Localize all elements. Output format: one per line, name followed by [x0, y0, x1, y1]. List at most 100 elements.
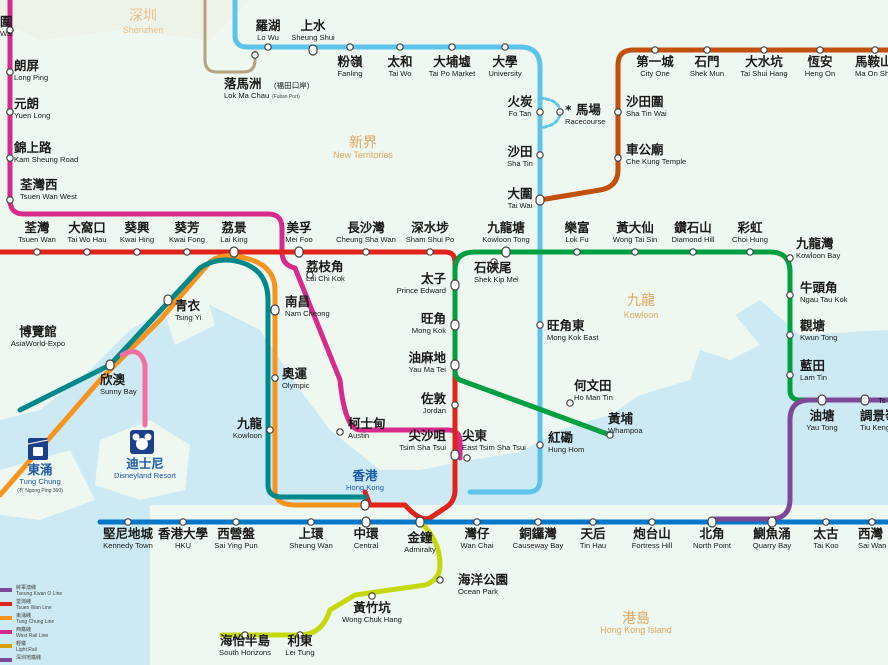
label-lai-king-en: Lai King: [220, 235, 247, 244]
station-lai-chi-kok: [306, 271, 314, 279]
label-ocean-park-zh: 海洋公園: [458, 572, 508, 587]
label-kam-sheung-road-zh: 錦上路: [13, 140, 52, 155]
label-che-kung-temple-en: Che Kung Temple: [626, 157, 686, 166]
station-yuen-long: [6, 108, 14, 116]
station-sai-wan-ho: [868, 518, 876, 526]
label-kwai-fong-zh: 葵芳: [173, 220, 200, 235]
label-mong-kok-east-en: Mong Kok East: [547, 333, 599, 342]
label-central-en: Central: [354, 541, 379, 550]
station-choi-hung: [746, 248, 754, 256]
railway-lines: [0, 0, 888, 638]
label-choi-hung-en: Choi Hung: [732, 235, 768, 244]
label-sha-tin-en: Sha Tin: [507, 159, 533, 168]
station-olympic: [271, 374, 279, 382]
label-admiralty-zh: 金鐘: [406, 530, 433, 545]
label-olympic-zh: 奧運: [282, 366, 308, 381]
label-tai-koo-zh: 太古: [813, 526, 839, 541]
label-tai-wo-hau-en: Tai Wo Hau: [67, 235, 106, 244]
label-kennedy-town-en: Kennedy Town: [103, 541, 153, 550]
station-tai-shui-hang: [760, 46, 768, 54]
label-lok-ma-chau-en: Lok Ma Chau: [224, 91, 269, 100]
label-sheung-wan-zh: 上環: [298, 526, 324, 541]
interchange-admiralty: [415, 516, 425, 528]
label-kowloon-bay-zh: 九龍灣: [795, 236, 834, 251]
label-east-tsim-sha-tsui-zh: 尖東: [462, 428, 488, 443]
legend-label-zh: 輕鐵: [16, 640, 26, 647]
label-tsuen-wan-west-zh: 荃灣西: [20, 177, 58, 192]
label-tsuen-wan-en: Tsuen Wan: [18, 235, 56, 244]
label-university-zh: 大學: [492, 54, 518, 69]
label-lei-tung-zh: 利東: [287, 633, 313, 648]
interchange-sunny-bay: [105, 359, 115, 371]
east-rail-line: [232, 0, 543, 495]
station-mong-kok-east: [536, 321, 544, 329]
label-kwai-hing-zh: 葵興: [123, 220, 150, 235]
label-tsuen-wan-zh: 荃灣: [24, 220, 50, 235]
station-cheung-sha-wan: [362, 248, 370, 256]
label-fortress-hill-en: Fortress Hill: [632, 541, 673, 550]
label-east-tsim-sha-tsui-en: East Tsim Sha Tsui: [462, 443, 526, 452]
label-whampoa-zh: 黃埔: [607, 411, 634, 426]
disneyland-line: [119, 349, 148, 428]
south-island-line: [219, 519, 443, 638]
label-tai-koo-en: Tai Koo: [813, 541, 838, 550]
station-causeway-bay: [534, 518, 542, 526]
label-lam-tin-zh: 藍田: [800, 358, 825, 373]
station-austin: [336, 428, 344, 436]
label-university-en: University: [488, 69, 522, 78]
station-kwun-tong: [786, 331, 794, 339]
legend-swatch: [0, 588, 12, 592]
label-hung-hom-en: Hung Hom: [548, 445, 584, 454]
label-yau-ma-tei-zh: 油麻地: [408, 350, 446, 365]
station-university: [501, 43, 509, 51]
station-long-ping: [6, 68, 14, 76]
legend-label-zh: 荃灣綫: [16, 598, 31, 605]
station-whampoa: [606, 431, 614, 439]
station-tin-hau: [589, 518, 597, 526]
label-tsim-sha-tsui-en: Tsim Sha Tsui: [399, 443, 446, 452]
interchange-central: [361, 516, 371, 528]
label-lok-fu-en: Lok Fu: [565, 235, 588, 244]
label-mei-foo-en: Mei Foo: [285, 235, 312, 244]
station-ngau-tau-kok: [786, 291, 794, 299]
label-long-ping-zh: 朗屏: [14, 58, 40, 73]
station-sham-shui-po: [426, 248, 434, 256]
airport-express-line: [17, 257, 368, 500]
label-sai-wan-ho-zh: 西灣: [858, 526, 884, 541]
label-prince-edward-zh: 太子: [421, 271, 447, 286]
legend-label-zh: 深圳地鐵綫: [16, 654, 41, 661]
label-diamond-hill-en: Diamond Hill: [671, 235, 714, 244]
station-fo-tan: [536, 108, 544, 116]
legend-label-zh: 將軍澳綫: [16, 584, 36, 591]
label-mong-kok-zh: 旺角: [421, 311, 446, 326]
label-kowloon-tong-zh: 九龍塘: [486, 220, 525, 235]
station-tin-wai: [6, 26, 14, 34]
station-heng-on: [816, 46, 824, 54]
lok-ma-chau-spur-line: [203, 0, 257, 74]
label-causeway-bay-zh: 銅鑼灣: [518, 526, 557, 541]
label-causeway-bay-en: Causeway Bay: [513, 541, 564, 550]
label-tai-wai-en: Tai Wai: [508, 201, 533, 210]
interchange-tai-wai: [535, 194, 545, 206]
label-wan-chai-en: Wan Chai: [460, 541, 493, 550]
label-prince-edward-en: Prince Edward: [397, 286, 446, 295]
station-kwai-hing: [133, 248, 141, 256]
label-olympic-en: Olympic: [282, 381, 310, 390]
station-tai-koo: [822, 518, 830, 526]
label-diamond-hill-zh: 鑽石山: [674, 220, 712, 235]
station-sha-tin-wai: [614, 108, 622, 116]
label-city-one-en: City One: [640, 69, 670, 78]
interchange-yau-tong: [817, 394, 827, 406]
station-tai-wo: [396, 43, 404, 51]
station-sai-ying-pun: [232, 518, 240, 526]
label-quarry-bay-zh: 鰂魚涌: [752, 526, 791, 541]
interchange-nam-cheong: [270, 304, 280, 316]
kwun-tong-line: [452, 249, 888, 438]
label-sha-tin-wai-zh: 沙田圍: [626, 94, 664, 109]
label-wong-chuk-hang-zh: 黃竹坑: [352, 600, 391, 615]
label-south-horizons-en: South Horizons: [219, 648, 271, 657]
interchange-mong-kok: [450, 319, 460, 331]
interchange-kowloon-tong: [501, 246, 511, 258]
label-tai-wo-hau-zh: 大窩口: [68, 220, 106, 235]
